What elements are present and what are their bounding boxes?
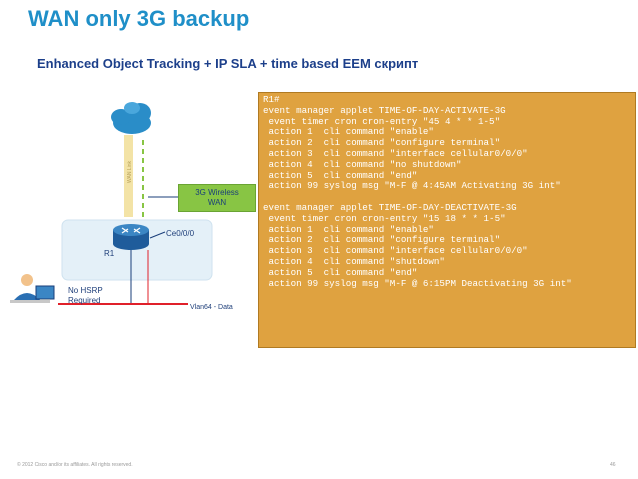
interface-label: Ce0/0/0	[166, 229, 195, 238]
slide-subtitle: Enhanced Object Tracking + IP SLA + time…	[37, 56, 419, 71]
code-line: action 4 cli command "shutdown"	[263, 256, 445, 267]
code-line: action 5 cli command "end"	[263, 170, 418, 181]
hsrp-note-line2: Required	[68, 296, 101, 305]
3g-wireless-line2: WAN	[207, 198, 227, 207]
code-line: action 3 cli command "interface cellular…	[263, 246, 528, 257]
code-line: action 5 cli command "end"	[263, 267, 418, 278]
lan-zone	[61, 219, 213, 281]
code-line: action 1 cli command "enable"	[263, 224, 434, 235]
code-line: action 1 cli command "enable"	[263, 127, 434, 138]
cloud-icon	[111, 102, 151, 134]
eem-config-box: R1# event manager applet TIME-OF-DAY-ACT…	[258, 92, 636, 348]
vlan-label: Vlan64 - Data	[190, 304, 233, 311]
router-uplink	[149, 231, 166, 239]
code-line: R1#	[263, 95, 280, 105]
copyright-footer: © 2012 Cisco and/or its affiliates. All …	[17, 462, 133, 468]
user-workstation-icon	[10, 274, 55, 303]
code-line: event manager applet TIME-OF-DAY-ACTIVAT…	[263, 105, 506, 116]
code-line: action 99 syslog msg "M-F @ 4:45AM Activ…	[263, 181, 561, 192]
code-line: action 99 syslog msg "M-F @ 6:15PM Deact…	[263, 278, 572, 289]
code-line: action 2 cli command "configure terminal…	[263, 235, 501, 246]
3g-wireless-box: 3G Wireless WAN	[178, 184, 256, 212]
3g-wireless-line1: 3G Wireless	[195, 188, 239, 197]
hsrp-note: No HSRP Required	[68, 286, 103, 306]
router-label: R1	[104, 249, 115, 258]
code-line: event timer cron cron-entry "15 18 * * 1…	[263, 213, 506, 224]
hsrp-note-line1: No HSRP	[68, 286, 103, 295]
code-line: event timer cron cron-entry "45 4 * * 1-…	[263, 116, 501, 127]
wan-link	[124, 135, 133, 217]
page-number: 46	[610, 462, 616, 468]
slide-title: WAN only 3G backup	[28, 6, 250, 31]
code-line: action 3 cli command "interface cellular…	[263, 148, 528, 159]
code-line: action 2 cli command "configure terminal…	[263, 138, 501, 149]
code-line	[263, 192, 635, 203]
router-icon	[113, 224, 149, 250]
code-line: event manager applet TIME-OF-DAY-DEACTIV…	[263, 202, 517, 213]
wan-link-label: WAN Link	[127, 160, 133, 183]
code-line: action 4 cli command "no shutdown"	[263, 159, 462, 170]
